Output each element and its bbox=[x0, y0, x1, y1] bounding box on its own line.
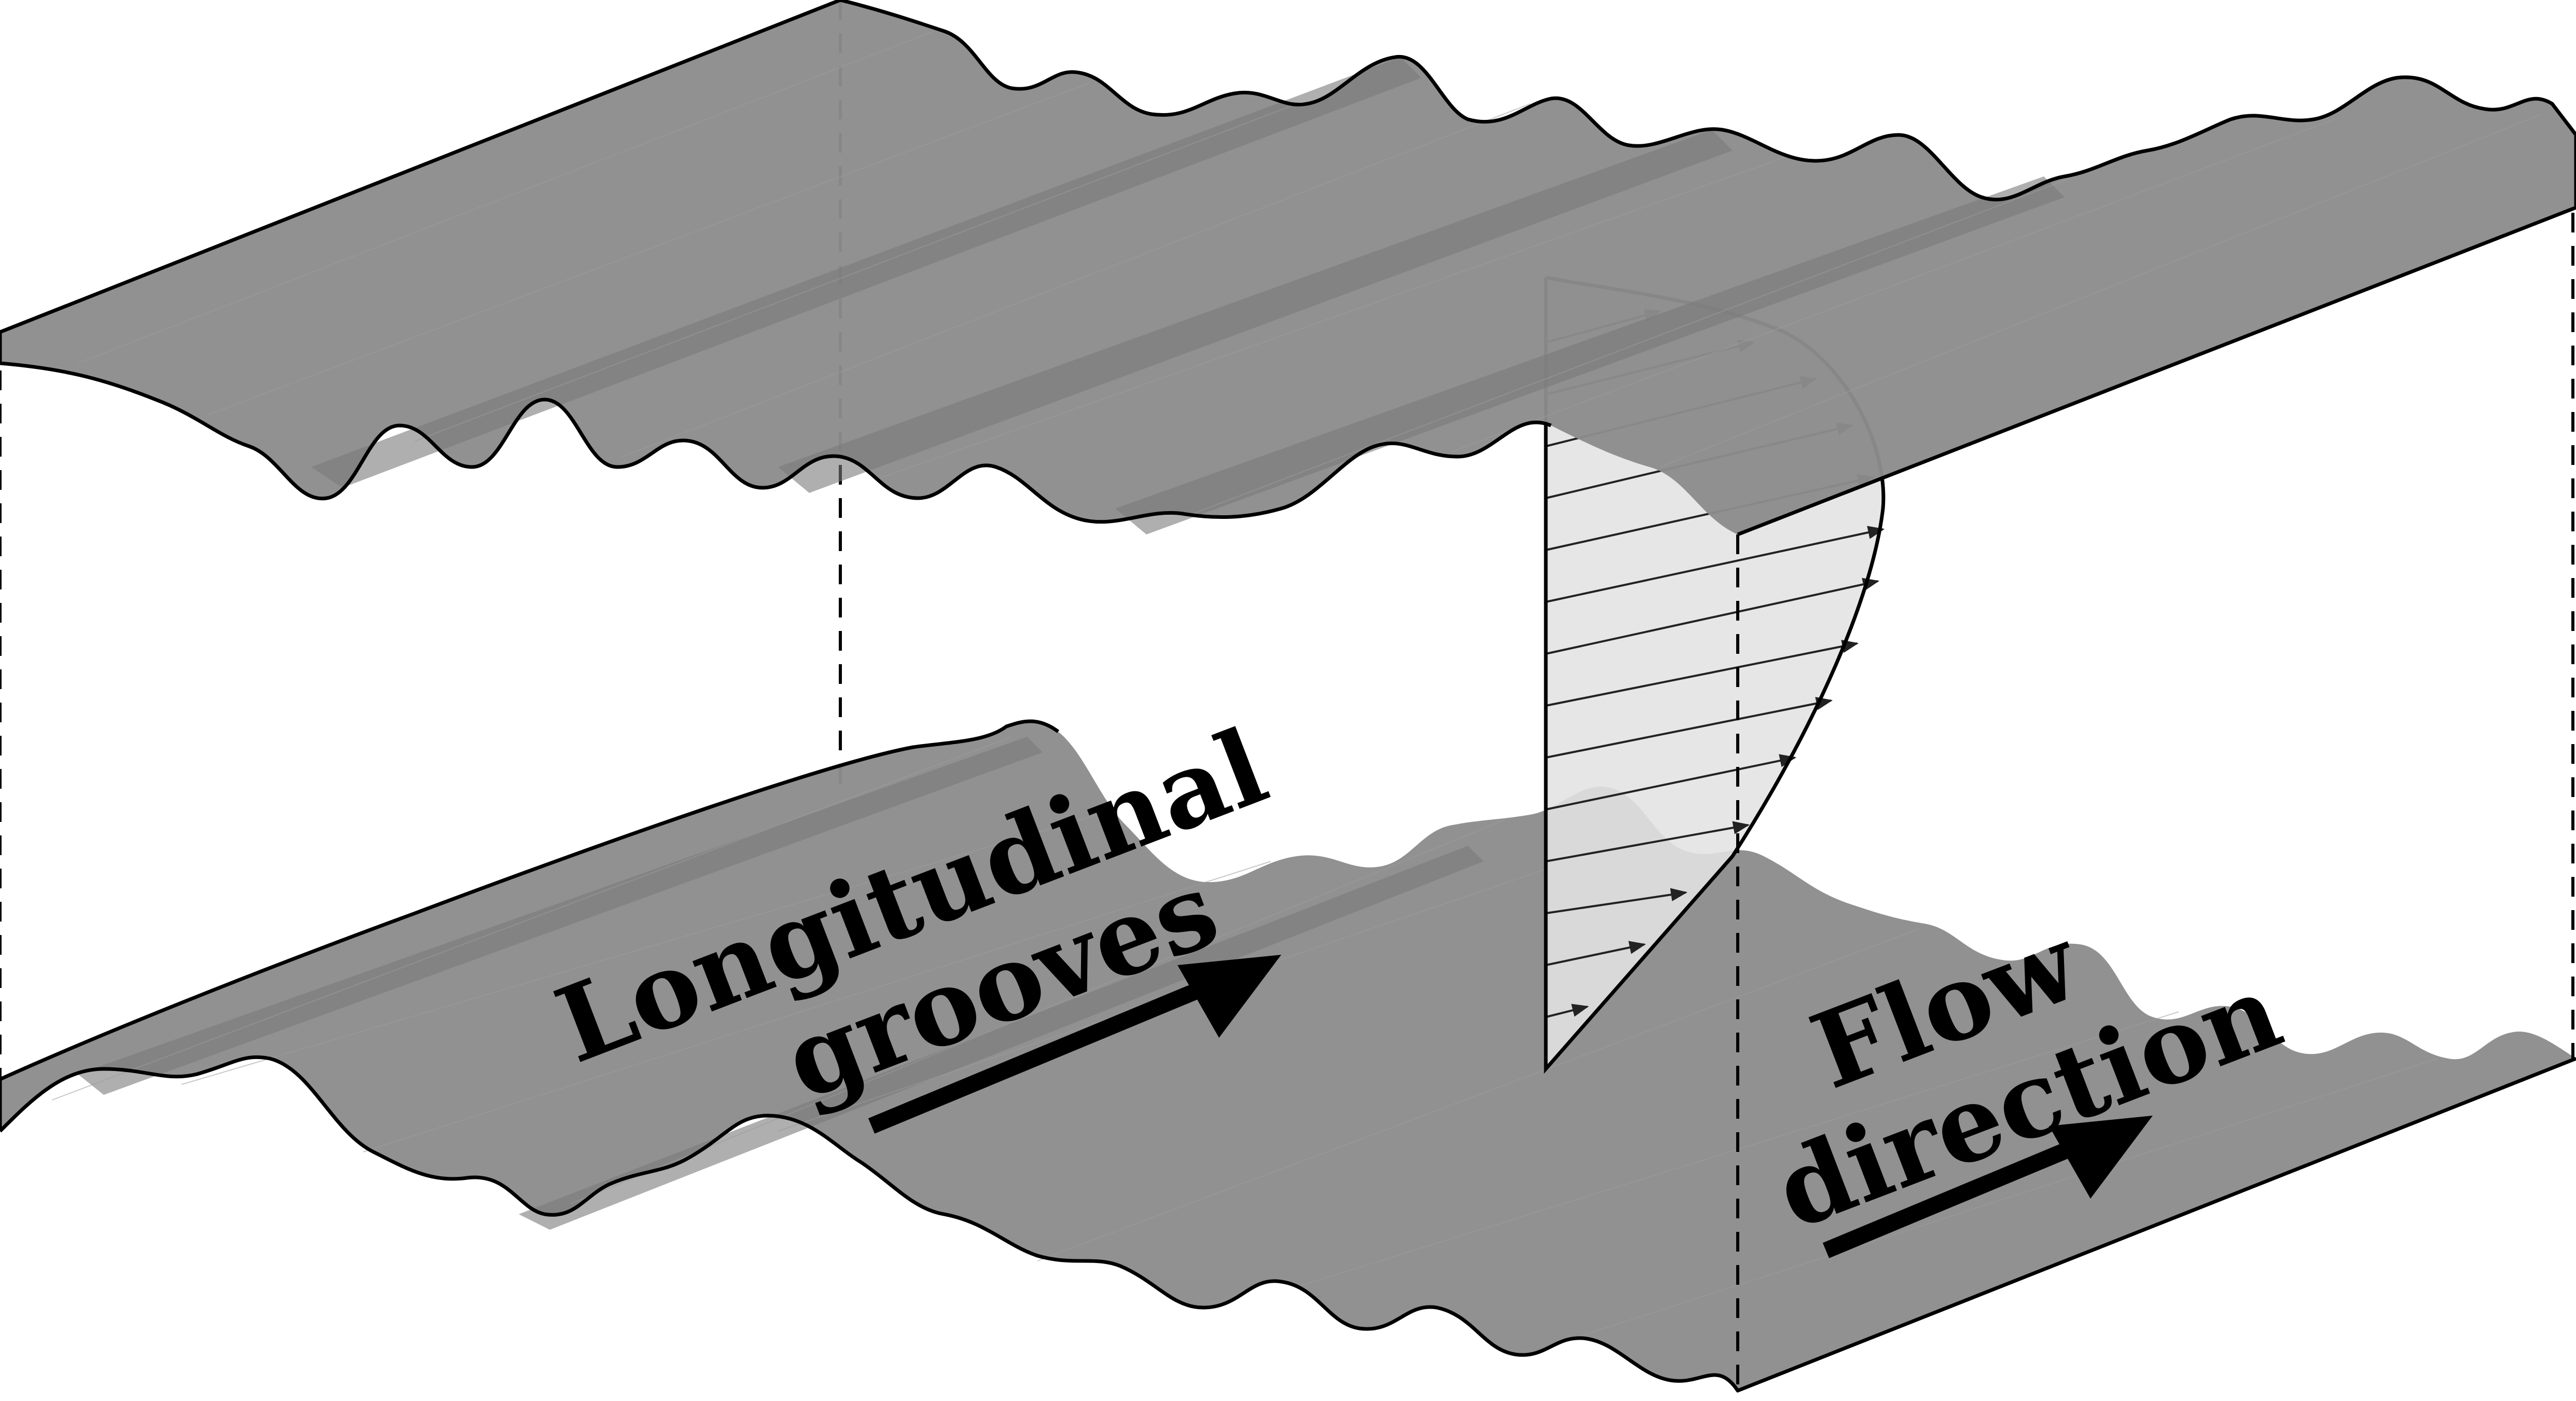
upper-grooved-wall bbox=[0, 0, 2576, 537]
velocity-arrow bbox=[1545, 821, 1750, 862]
lower-wall-mesh bbox=[51, 736, 2439, 1344]
lower-groove-band-1 bbox=[78, 737, 1043, 1095]
flow-annotation: Flow direction bbox=[1760, 901, 2296, 1258]
grooves-arrow-shaft bbox=[868, 978, 1212, 1134]
upper-groove-band-3 bbox=[1115, 176, 2065, 534]
velocity-arrow bbox=[1545, 697, 1833, 759]
velocity-arrow bbox=[1545, 754, 1797, 811]
velocity-arrow bbox=[1545, 888, 1688, 914]
flow-arrow-shaft bbox=[1822, 1139, 2079, 1258]
velocity-arrow bbox=[1545, 941, 1646, 966]
velocity-arrow bbox=[1545, 1004, 1589, 1018]
velocity-arrow bbox=[1545, 578, 1880, 655]
flow-arrow-head bbox=[2049, 1116, 2153, 1199]
velocity-arrow bbox=[1545, 526, 1885, 603]
upper-groove-band-1 bbox=[311, 57, 1421, 488]
upper-wall-mesh bbox=[77, 31, 2542, 514]
upper-wall-surface bbox=[0, 0, 2576, 534]
upper-groove-band-2 bbox=[778, 130, 1733, 493]
lower-wall-outline bbox=[0, 719, 2576, 1393]
lower-grooved-wall bbox=[0, 719, 2576, 1393]
lower-groove-band-2 bbox=[519, 846, 1484, 1230]
upper-wall-outline bbox=[0, 0, 2576, 537]
velocity-arrow bbox=[1545, 640, 1859, 707]
grooves-arrow-head bbox=[1178, 955, 1281, 1038]
